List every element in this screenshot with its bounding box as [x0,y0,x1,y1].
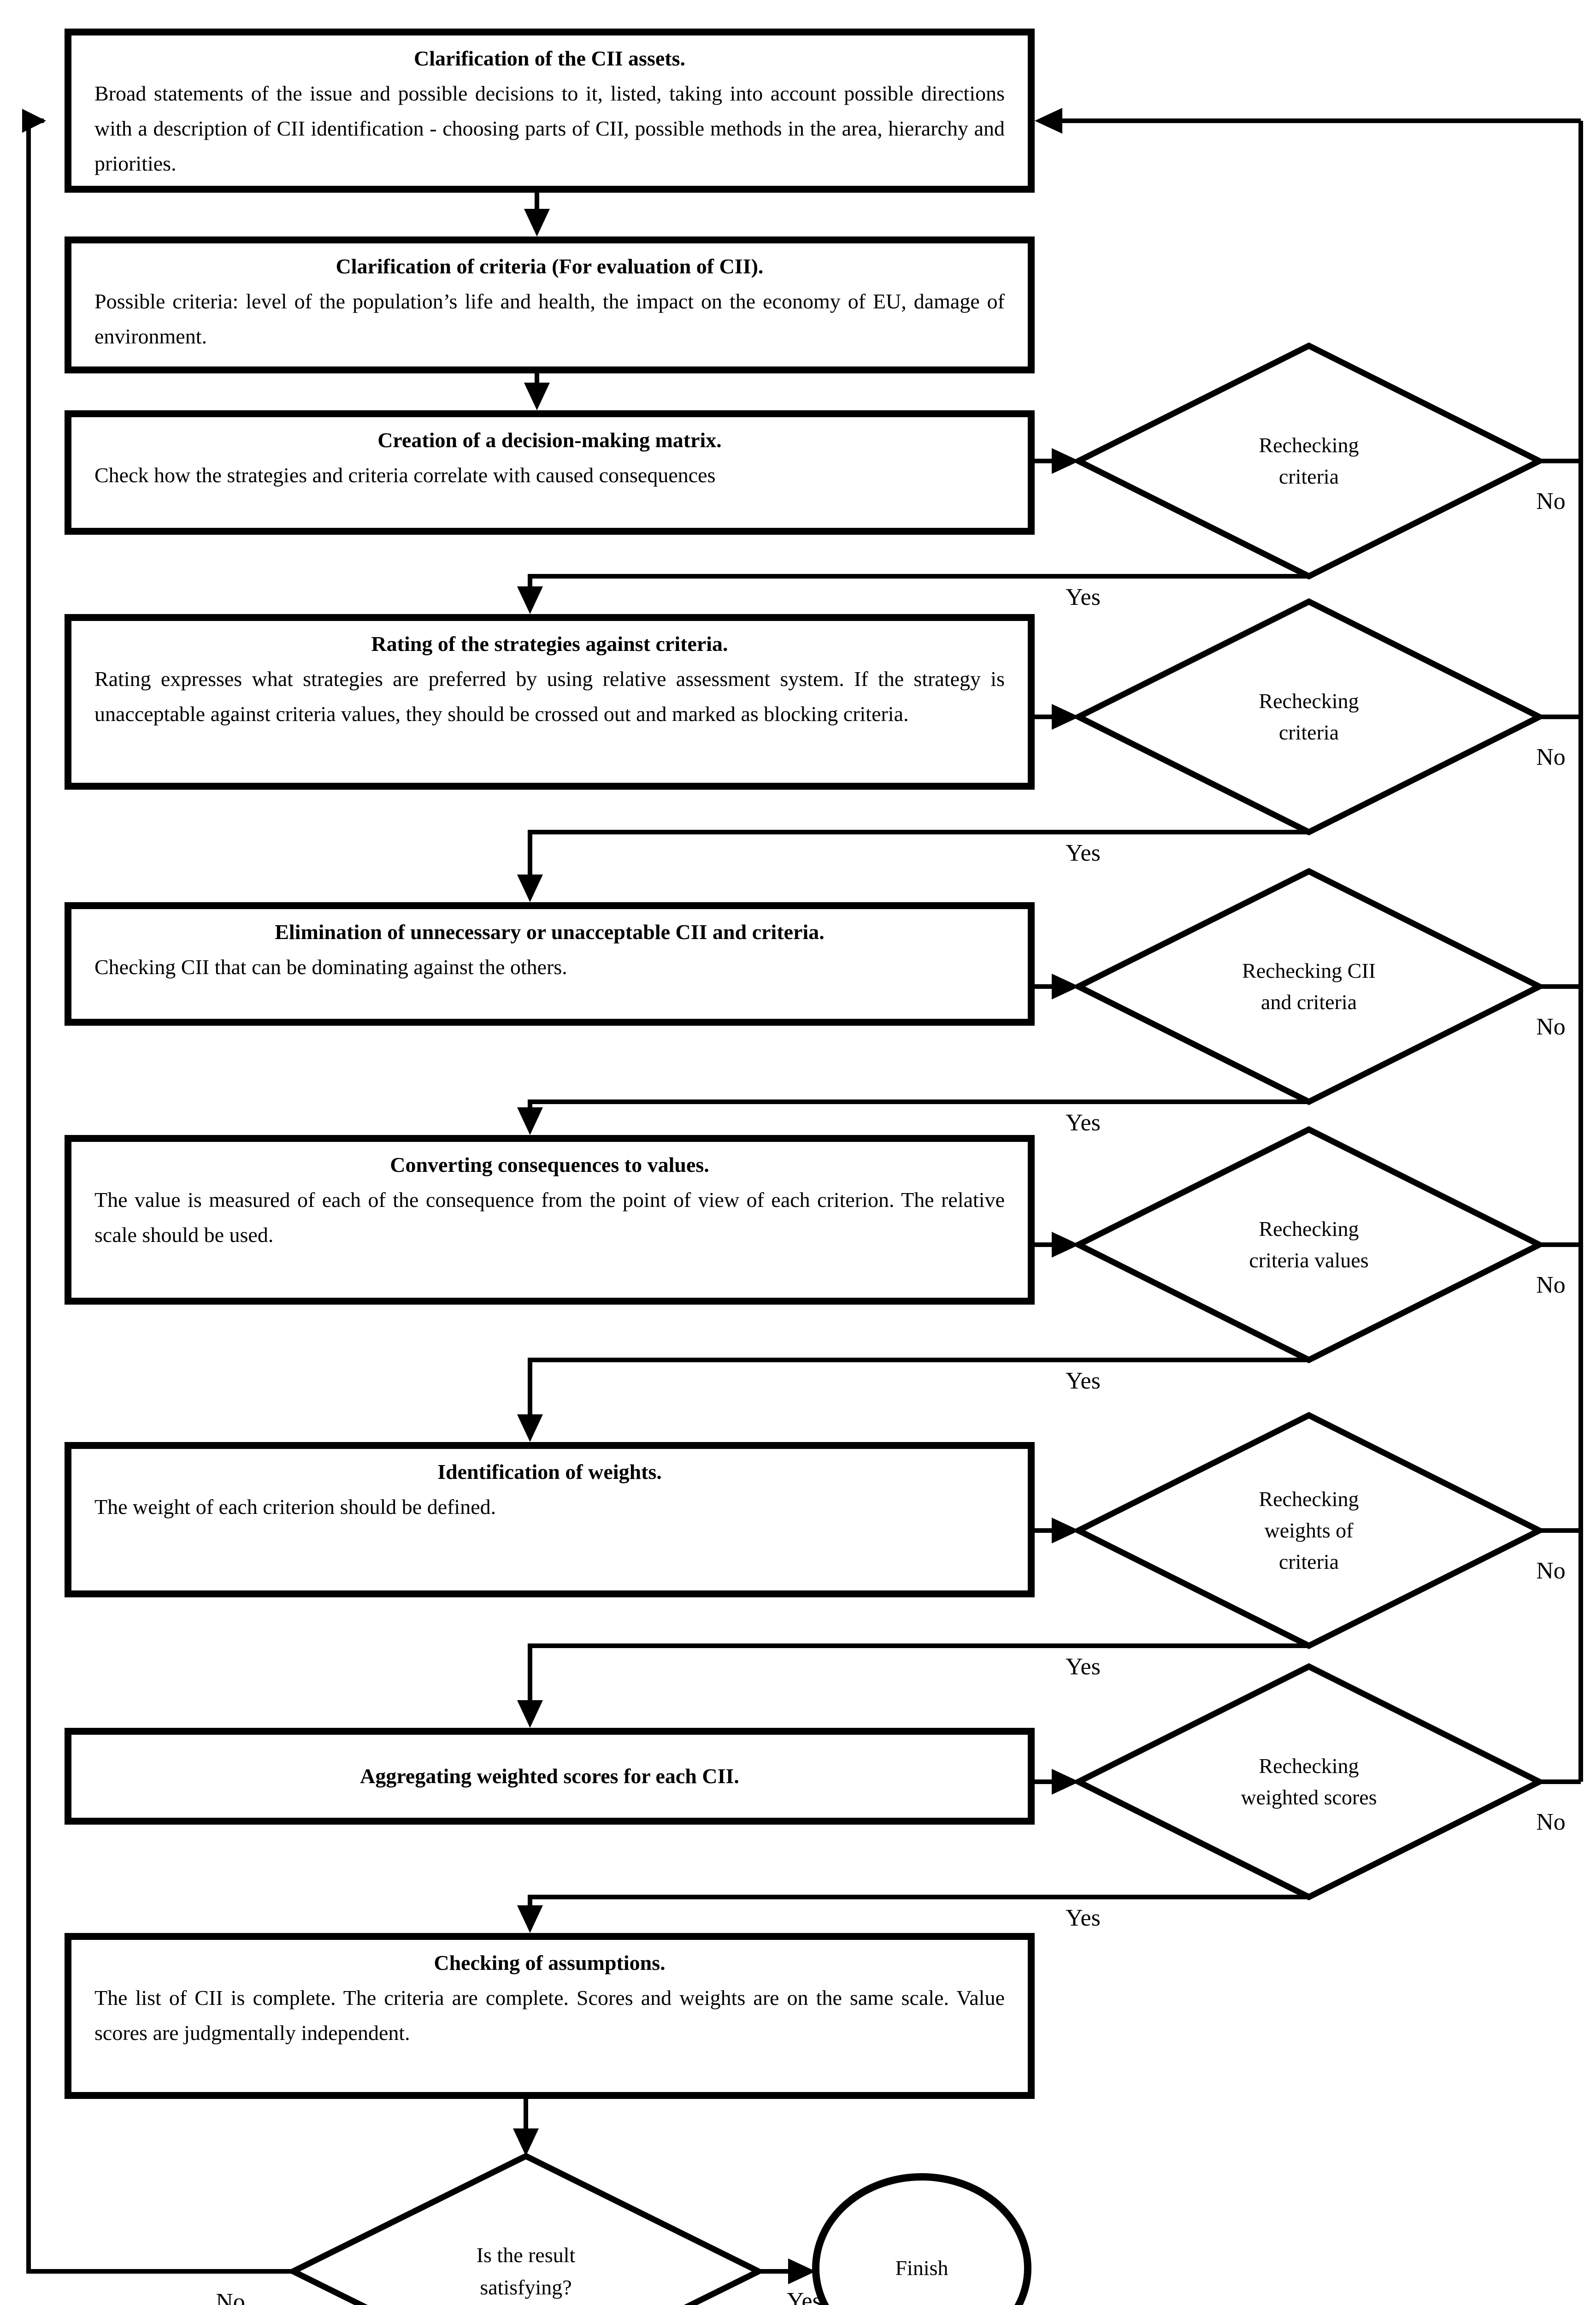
box-title: Rating of the strategies against criteri… [371,632,728,656]
arrowhead-into-box7 [517,1414,543,1442]
arrowhead-into-box1-right [1035,108,1062,134]
arrowhead-into-final-diamond [513,2128,539,2156]
box-body: The weight of each criterion should be d… [94,1495,496,1519]
arrowhead-into-box1-left [22,109,46,133]
decision-shapes [286,342,1546,2305]
box-body: The list of CII is complete. The criteri… [94,1986,1005,2045]
yes-label-final: Yes [787,2288,822,2305]
box-title: Converting consequences to values. [390,1153,709,1176]
decision-diamond-2 [1072,598,1546,836]
box-title: Clarification of the CII assets. [414,47,685,70]
no-label-6: No [1536,1809,1566,1835]
no-label-3: No [1536,1014,1566,1040]
arrowheads [22,108,1079,2284]
decision-label-rechecking-criteria-2: Rechecking criteria [1259,689,1359,744]
finish-label: Finish [895,2256,948,2280]
process-box-checking-assumptions: Checking of assumptions. The list of CII… [65,1933,1035,2099]
no-label-final: No [216,2289,245,2305]
arrowhead-into-finish [788,2258,816,2284]
process-box-clarification-criteria: Clarification of criteria (For evaluatio… [65,236,1035,373]
arrowhead-into-d3 [1052,974,1079,999]
yes-label-5: Yes [1066,1654,1101,1680]
box-body: Checking CII that can be dominating agai… [94,955,567,979]
decision-label-rechecking-criteria-values: Rechecking criteria values [1249,1217,1369,1272]
process-box-elimination: Elimination of unnecessary or unacceptab… [65,902,1035,1026]
box-title: Clarification of criteria (For evaluatio… [336,254,764,278]
box-body: Check how the strategies and criteria co… [94,463,716,487]
final-decision-label: Is the result satisfying? [476,2243,576,2299]
arrowhead-into-box3 [524,383,550,410]
box-title: Aggregating weighted scores for each CII… [360,1764,739,1788]
yes-label-6: Yes [1066,1905,1101,1931]
decision-diamond-3 [1072,868,1546,1105]
box-body: Broad statements of the issue and possib… [94,82,1005,175]
yes-path-2 [528,830,1309,877]
arrowhead-into-d6 [1052,1769,1079,1795]
arrowhead-into-box2 [524,209,550,236]
arrowhead-into-box8 [517,1700,543,1728]
yes-label-2: Yes [1066,840,1101,866]
arrowhead-into-box6 [517,1107,543,1135]
process-box-identification-weights: Identification of weights. The weight of… [65,1442,1035,1597]
decision-label-rechecking-weights: Rechecking weights of criteria [1259,1487,1359,1573]
decision-diamond-6 [1072,1663,1546,1901]
arrowhead-into-d4 [1052,1232,1079,1258]
yes-label-4: Yes [1066,1368,1101,1394]
box-title: Identification of weights. [437,1460,662,1483]
no-label-2: No [1536,744,1566,770]
process-box-decision-matrix: Creation of a decision-making matrix. Ch… [65,410,1035,535]
arrowhead-into-d1 [1052,448,1079,474]
no-label-5: No [1536,1558,1566,1584]
process-box-converting-consequences: Converting consequences to values. The v… [65,1135,1035,1305]
arrowhead-into-box9 [517,1905,543,1933]
arrowhead-into-box5 [517,875,543,902]
decision-label-rechecking-criteria-1: Rechecking criteria [1259,433,1359,488]
box-body: Rating expresses what strategies are pre… [94,667,1005,726]
finish-ellipse [812,2173,1031,2305]
box-body: Possible criteria: level of the populati… [94,290,1005,348]
yes-path-5 [528,1643,1309,1702]
process-box-aggregating-scores: Aggregating weighted scores for each CII… [65,1728,1035,1825]
yes-path-6 [528,1895,1309,1908]
decision-label-rechecking-weighted-scores: Rechecking weighted scores [1241,1754,1377,1809]
decision-diamond-5 [1072,1412,1546,1649]
final-decision-diamond [286,2152,766,2305]
yes-path-1 [528,574,1309,589]
yes-label-1: Yes [1066,584,1101,610]
decision-diamond-4 [1072,1126,1546,1364]
no-label-4: No [1536,1272,1566,1298]
arrowhead-into-box4 [517,586,543,614]
decision-label-rechecking-cii-criteria: Rechecking CII and criteria [1242,959,1376,1014]
yes-path-4 [528,1358,1309,1417]
box-title: Creation of a decision-making matrix. [377,428,722,452]
box-body: The value is measured of each of the con… [94,1188,1005,1247]
no-label-1: No [1536,488,1566,514]
process-box-rating-strategies: Rating of the strategies against criteri… [65,614,1035,790]
box-title: Checking of assumptions. [434,1951,665,1974]
process-box-clarification-cii-assets: Clarification of the CII assets. Broad s… [65,29,1035,193]
yes-path-3 [528,1099,1309,1110]
box-title: Elimination of unnecessary or unacceptab… [275,920,825,944]
arrowhead-into-d2 [1052,704,1079,730]
arrowhead-into-d5 [1052,1518,1079,1543]
yes-label-3: Yes [1066,1110,1101,1136]
decision-diamond-1 [1072,342,1546,580]
